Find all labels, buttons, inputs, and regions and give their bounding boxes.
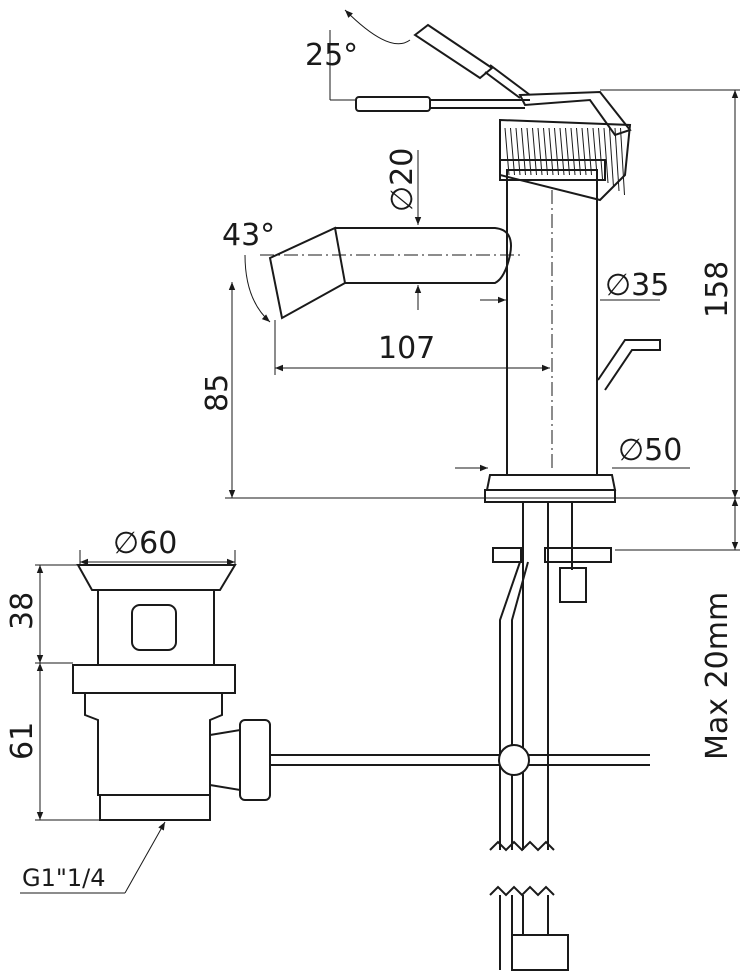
- cartridge-grip-line: [526, 127, 532, 176]
- spout-height-label: 85: [200, 374, 235, 412]
- waste-upper-height-label: 38: [5, 592, 40, 630]
- cartridge-grip-line: [598, 127, 603, 180]
- cartridge-grip-line: [592, 127, 598, 176]
- spout-reach-label: 107: [378, 331, 435, 366]
- dimension-lines: [20, 9, 740, 894]
- body-diameter-label: ∅35: [605, 268, 669, 303]
- cartridge-grip-line: [554, 127, 559, 176]
- cartridge-grip-line: [614, 127, 620, 192]
- lever-angle-label: 25°: [305, 38, 358, 73]
- cartridge-grip-line: [532, 127, 537, 176]
- cartridge-grip-line: [581, 127, 587, 176]
- cartridge-grip-line: [537, 127, 543, 176]
- thread-label: G1"1/4: [22, 864, 106, 892]
- cartridge-grip-line: [570, 127, 576, 176]
- waste-lower-height-label: 61: [5, 722, 40, 760]
- cartridge-grip-line: [609, 127, 614, 188]
- lever: [355, 23, 531, 112]
- cartridge-grip-line: [565, 127, 570, 176]
- base-diameter-label: ∅50: [618, 433, 682, 468]
- cartridge-grip-line: [620, 127, 625, 196]
- pop-up-handle: [597, 339, 661, 391]
- max-deck-thickness-label: Max 20mm: [700, 592, 735, 760]
- cartridge-grip-line: [515, 127, 521, 176]
- cartridge-grip-line: [576, 127, 581, 176]
- cartridge-grip-line: [603, 127, 609, 184]
- cartridge-grip-line: [543, 127, 548, 176]
- spout: [260, 226, 520, 320]
- cartridge-grip-line: [510, 127, 515, 176]
- cartridge-head: [499, 90, 632, 202]
- cartridge-grip-line: [504, 127, 510, 176]
- spout-diameter-label: ∅20: [385, 148, 420, 212]
- total-height-label: 158: [700, 261, 735, 318]
- waste-diameter-label: ∅60: [113, 526, 177, 561]
- pop-up-waste: [72, 550, 271, 821]
- cartridge-grip-line: [521, 127, 526, 176]
- cartridge-grip-line: [548, 127, 554, 176]
- cartridge-grip-line: [587, 127, 592, 176]
- below-deck-fixings: [270, 502, 650, 971]
- cartridge-grip-line: [559, 127, 565, 176]
- mixer-body: [484, 159, 617, 503]
- nozzle-angle-label: 43°: [222, 218, 275, 253]
